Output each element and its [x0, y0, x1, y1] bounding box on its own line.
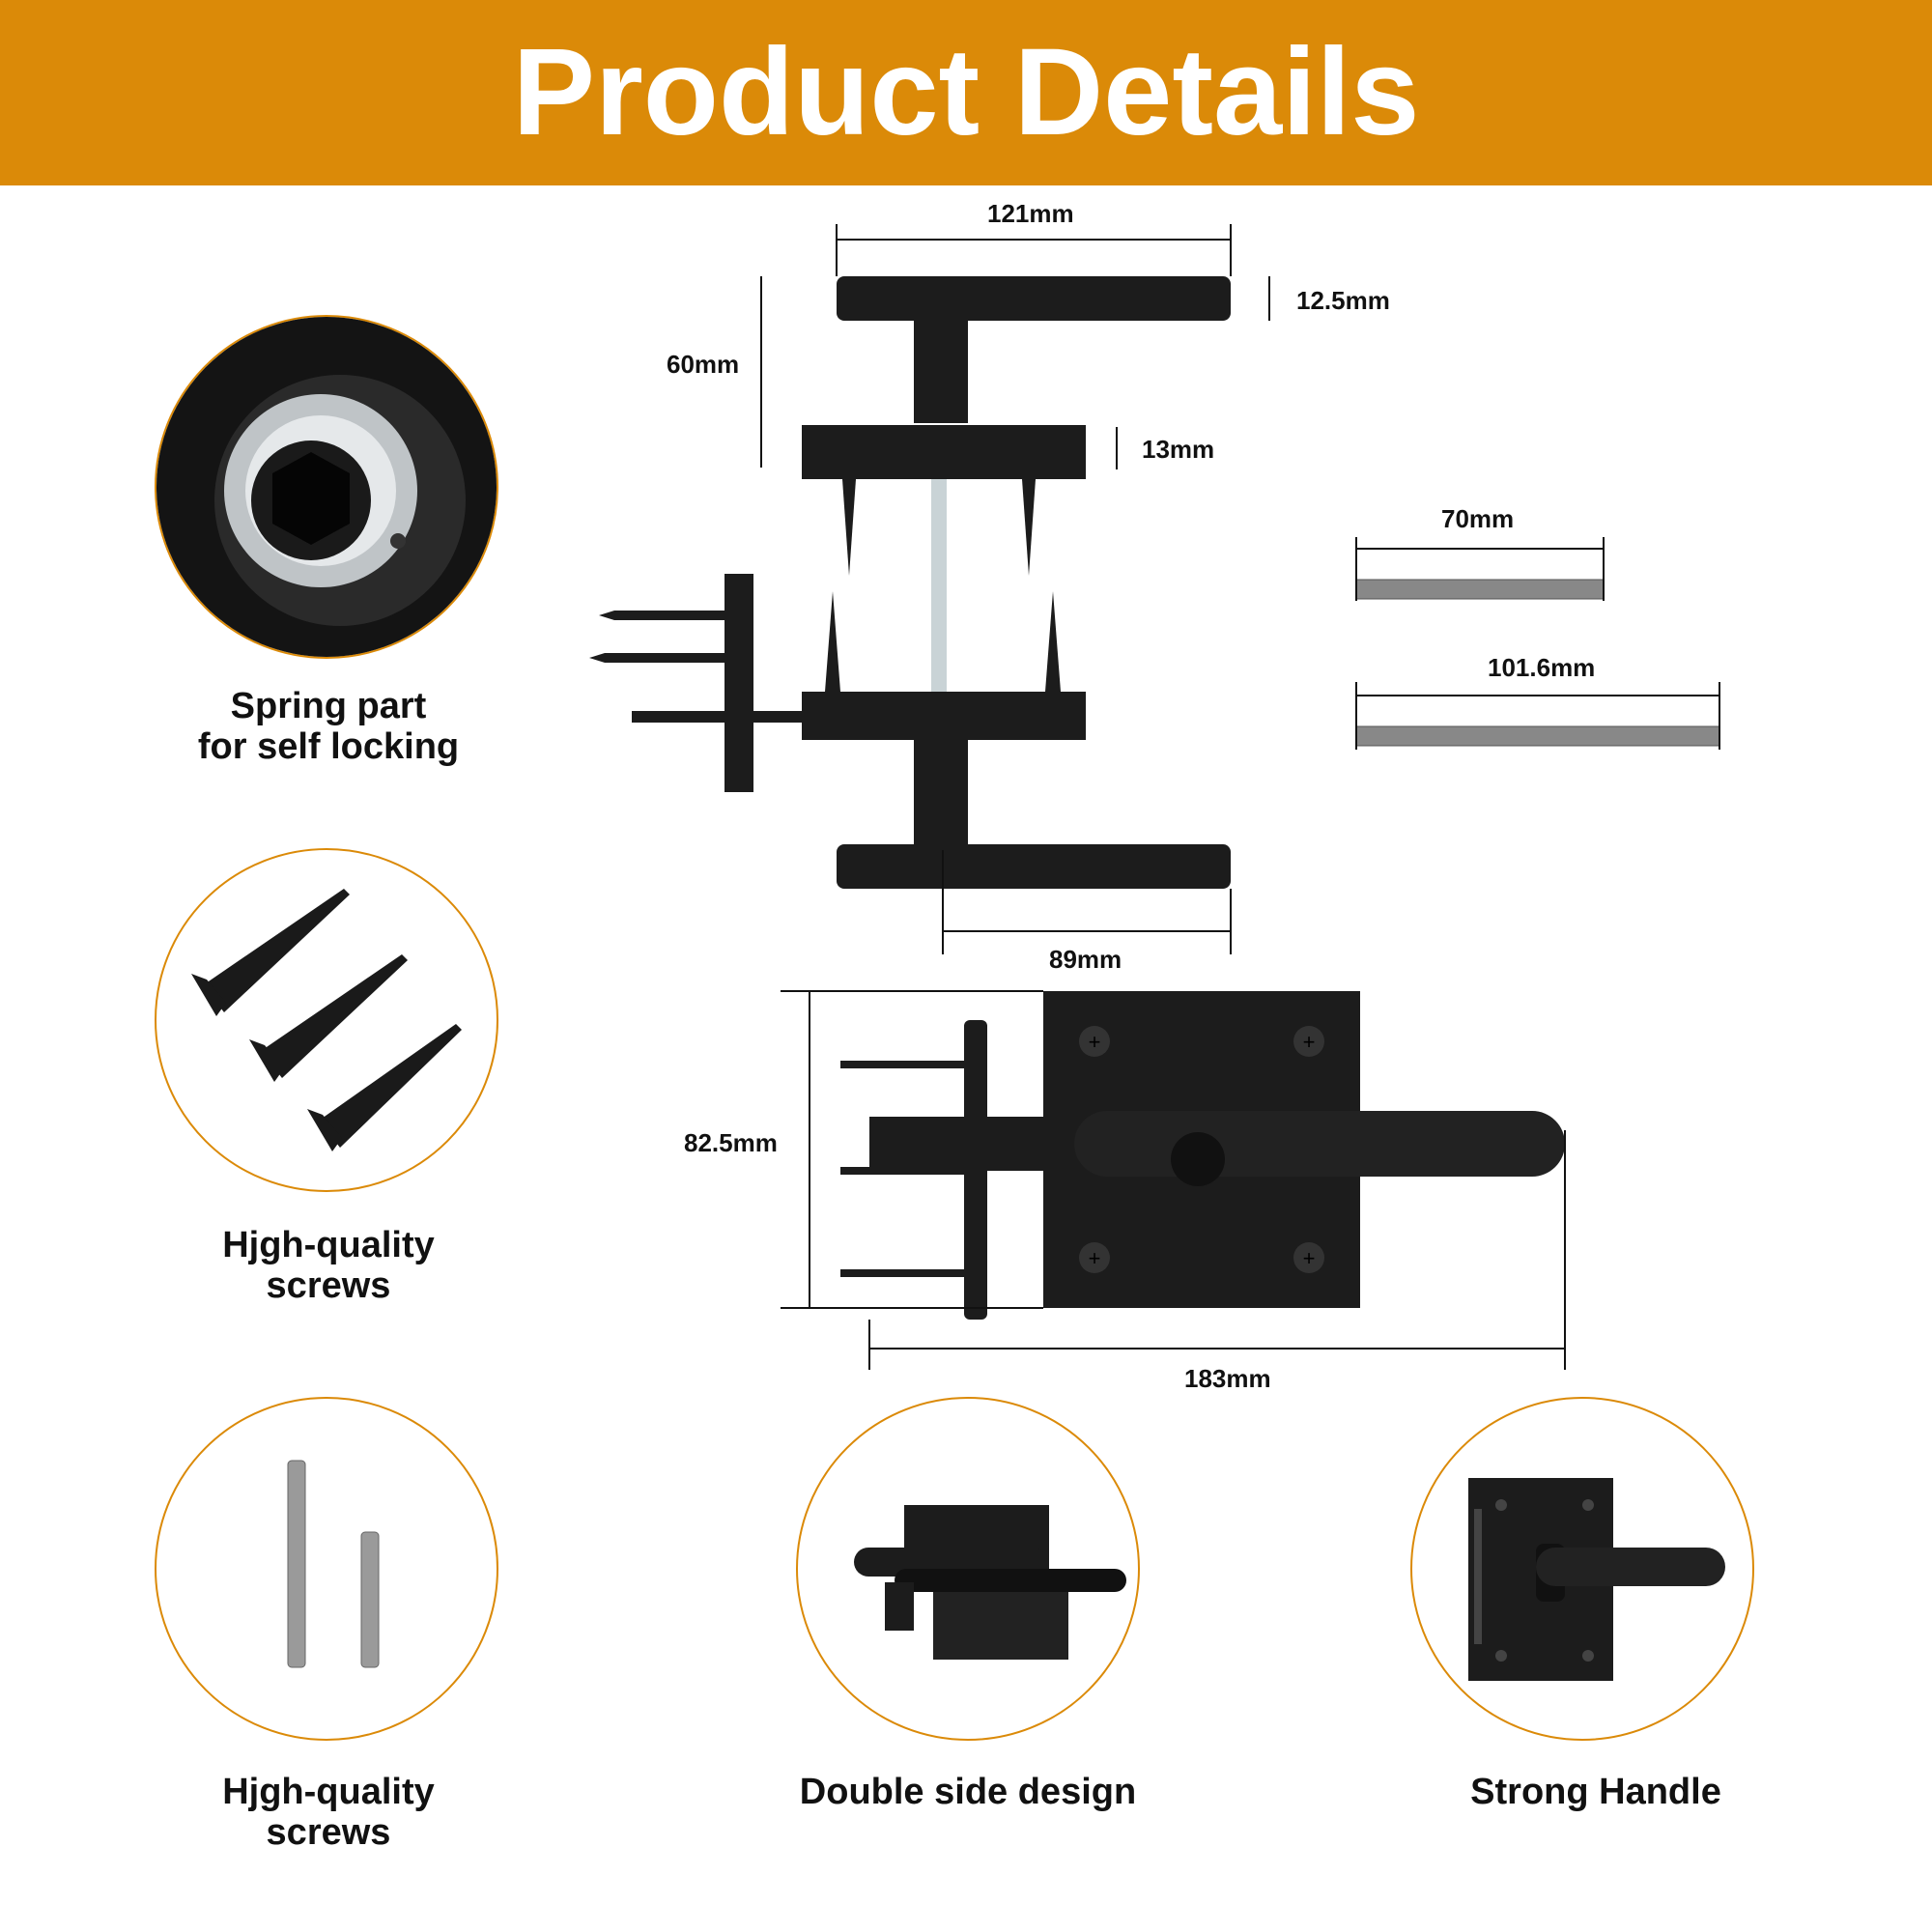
dim-short-pin: 70mm	[1441, 504, 1515, 533]
exploded-lock-view	[589, 276, 1231, 889]
double-side-lock-icon	[854, 1505, 1126, 1660]
pin-graphics	[1355, 579, 1720, 747]
svg-text:+: +	[1089, 1246, 1101, 1270]
dim-plate-thickness: 13mm	[1142, 435, 1215, 464]
feature-caption-screws: Hjgh-quality screws	[222, 1225, 435, 1306]
handle-circle	[1410, 1397, 1754, 1741]
pins-circle	[155, 1397, 498, 1741]
svg-text:+: +	[1303, 1246, 1316, 1270]
dim-spindle-height: 60mm	[667, 350, 740, 379]
dim-handle-width: 121mm	[987, 199, 1074, 228]
pins-icon	[287, 1460, 380, 1668]
feature-caption-spring: Spring part for self locking	[197, 686, 460, 767]
page-title: Product Details	[512, 23, 1420, 161]
spring-part-icon	[156, 317, 497, 657]
screws-circle	[155, 848, 498, 1192]
feature-caption-double: Double side design	[799, 1772, 1137, 1812]
dimension-lines	[760, 224, 1720, 1370]
feature-caption-pins: Hjgh-quality screws	[222, 1772, 435, 1853]
handle-icon	[1468, 1478, 1725, 1681]
double-side-circle	[796, 1397, 1140, 1741]
dim-lever-reach: 89mm	[1049, 945, 1122, 974]
svg-text:+: +	[1089, 1030, 1101, 1054]
spring-part-circle	[155, 315, 498, 659]
screws-icon	[191, 889, 462, 1151]
dim-long-pin: 101.6mm	[1488, 653, 1596, 682]
dim-plate-height: 82.5mm	[684, 1128, 778, 1157]
feature-caption-handle: Strong Handle	[1470, 1772, 1721, 1812]
svg-text:+: +	[1303, 1030, 1316, 1054]
dim-total-length: 183mm	[1184, 1364, 1271, 1393]
dim-handle-thickness: 12.5mm	[1296, 286, 1390, 315]
assembled-lock-view: + + + +	[840, 991, 1565, 1320]
header-banner: Product Details	[0, 0, 1932, 185]
